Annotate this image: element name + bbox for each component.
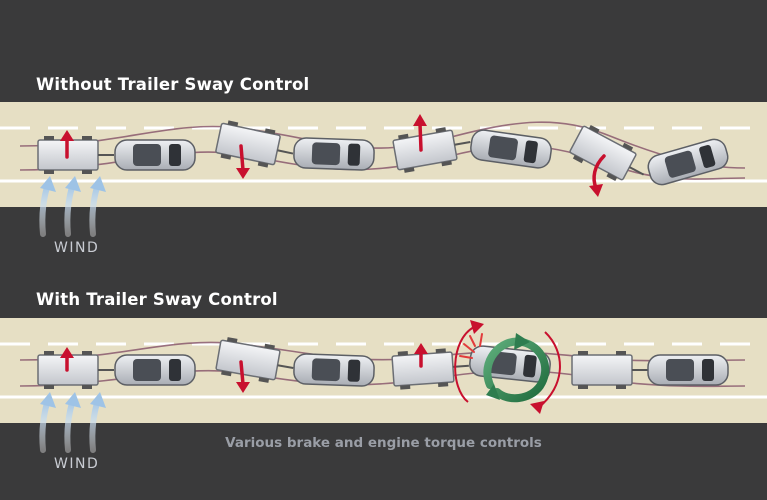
wind-arrow-icon <box>39 392 106 453</box>
trailer-8 <box>571 351 648 389</box>
wind-label-top: WIND <box>54 240 100 256</box>
section-title-with: With Trailer Sway Control <box>36 290 278 309</box>
vehicle-5 <box>114 354 196 386</box>
vehicle-3 <box>470 129 552 169</box>
trailer-7 <box>391 348 469 390</box>
rotation-arrow-icon <box>483 333 550 403</box>
sway-arrow-icon <box>236 144 250 179</box>
trailer-2 <box>215 120 294 168</box>
rotation-arrow-icon <box>454 320 561 414</box>
trailer-6 <box>215 337 294 383</box>
trailer-3 <box>392 127 471 173</box>
brake-flash-icon <box>459 333 483 359</box>
sway-arrow-icon <box>60 130 74 159</box>
vehicle-4 <box>647 138 729 186</box>
sway-arrow-icon <box>414 343 428 368</box>
vehicle-1 <box>114 139 196 171</box>
wind-arrow-icon <box>39 176 106 237</box>
wind-label-bottom: WIND <box>54 456 100 472</box>
sway-arrow-icon <box>236 360 250 393</box>
vehicle-2 <box>293 137 375 171</box>
section-title-without: Without Trailer Sway Control <box>36 75 310 94</box>
control-caption: Various brake and engine torque controls <box>225 435 542 451</box>
sway-arrow-icon <box>413 114 427 152</box>
sway-arrow-icon <box>589 154 606 197</box>
vehicle-6 <box>293 353 375 387</box>
vehicle-8 <box>647 354 729 386</box>
sway-arrow-icon <box>60 347 74 372</box>
